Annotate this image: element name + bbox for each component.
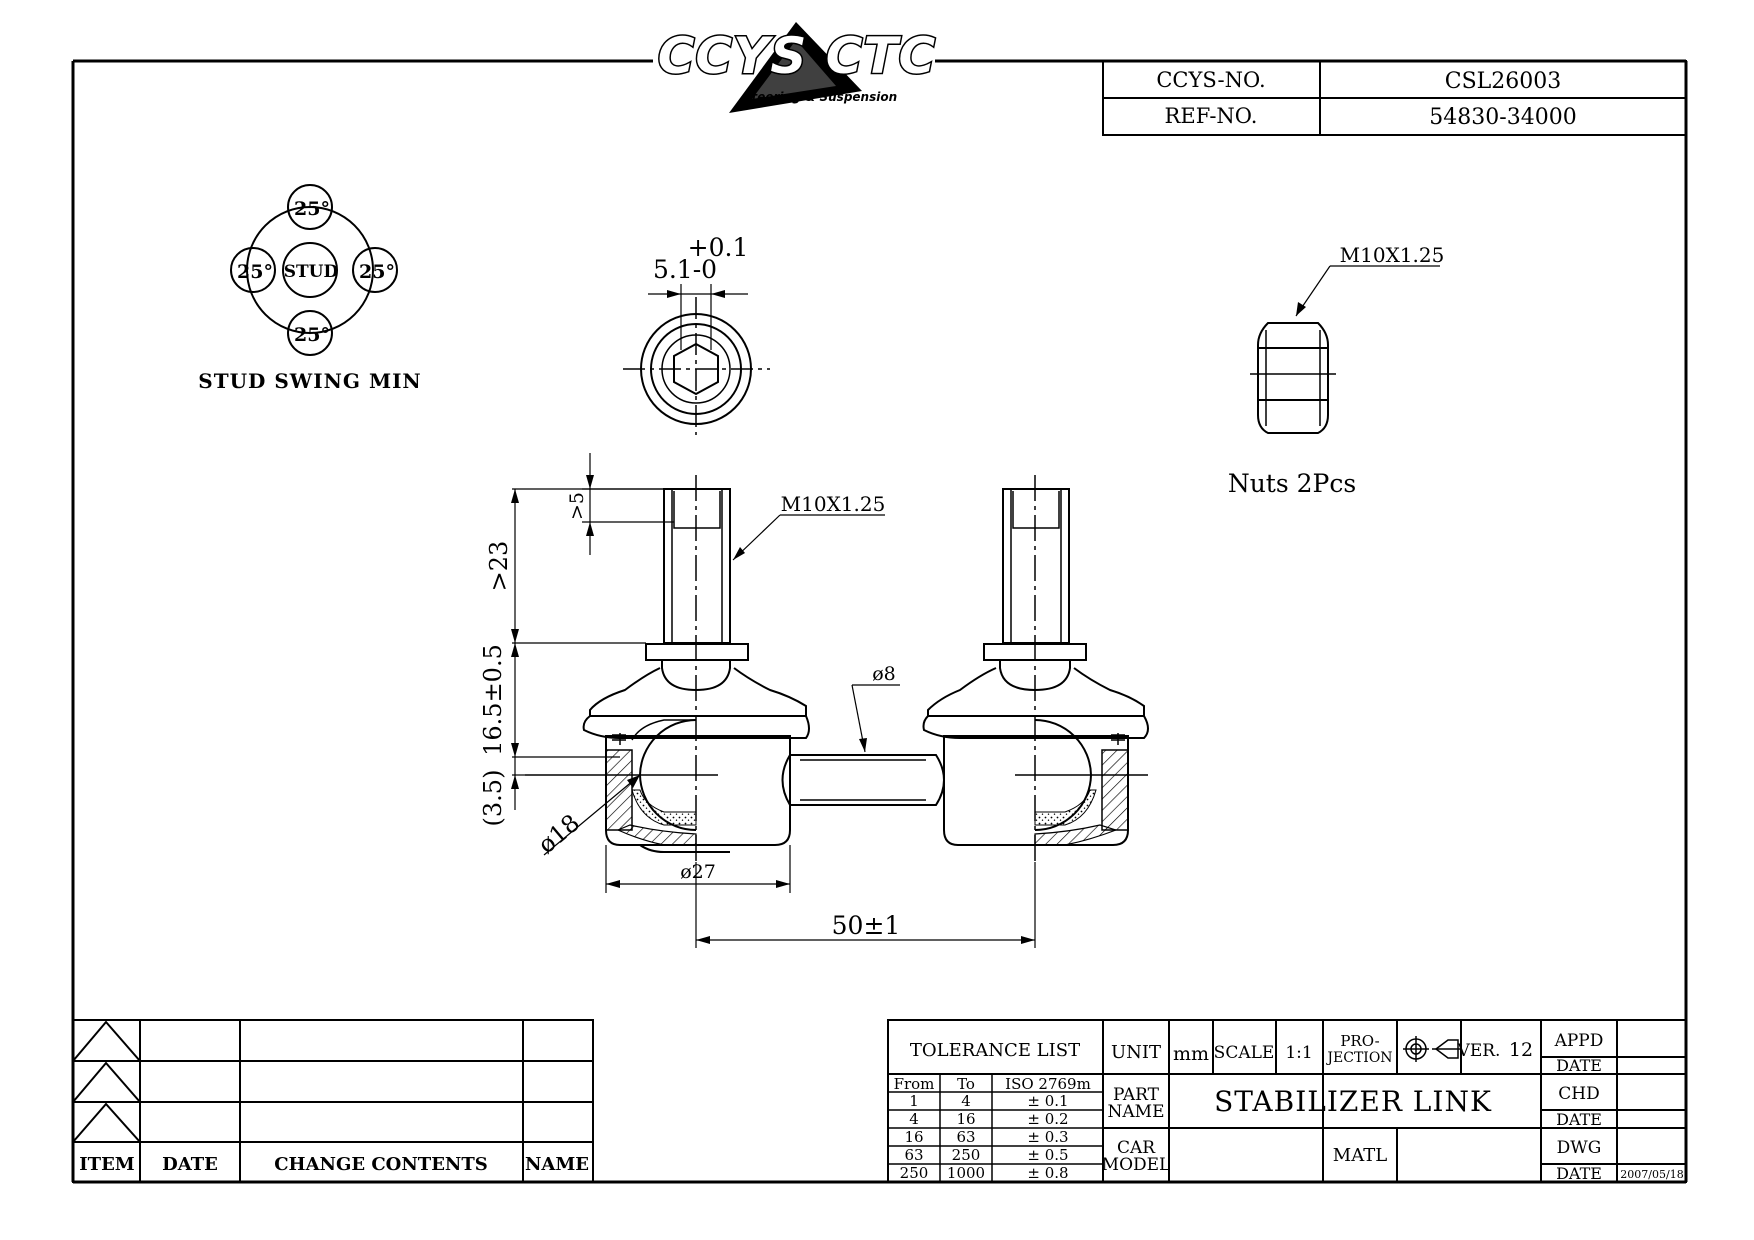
tol-row-to: 250 <box>952 1146 981 1164</box>
projection-label-1: PRO- <box>1340 1032 1379 1050</box>
dim-thread-m10: M10X1.25 <box>781 492 886 516</box>
tolerance-list-title: TOLERANCE LIST <box>910 1040 1080 1061</box>
tol-row-value: ± 0.5 <box>1027 1146 1068 1164</box>
tol-row-value: ± 0.2 <box>1027 1110 1068 1128</box>
tol-row-from: 63 <box>904 1146 923 1164</box>
tol-row-from: 4 <box>909 1110 919 1128</box>
part-name-label-1: PART <box>1113 1085 1160 1105</box>
projection-symbol-icon <box>1403 1036 1460 1062</box>
rev-header-date: DATE <box>162 1154 218 1175</box>
header-table: CCYS-NO. CSL26003 REF-NO. 54830-34000 <box>1102 60 1687 136</box>
material-label: MATL <box>1333 1145 1387 1166</box>
dim-center-distance: 50±1 <box>832 911 901 940</box>
swing-angle-top: 25° <box>294 198 330 220</box>
swing-angle-left: 25° <box>237 261 273 283</box>
swing-angle-right: 25° <box>359 261 395 283</box>
swing-center-label: STUD <box>284 262 339 282</box>
scale-value: 1:1 <box>1285 1043 1312 1063</box>
hex-dimension: 5.1-0 <box>653 255 717 284</box>
swing-caption: STUD SWING MIN <box>198 369 421 393</box>
dim-rod-diameter: ø8 <box>872 663 896 685</box>
dim-thread-depth: >5 <box>566 492 588 520</box>
dim-housing-diameter: ø27 <box>680 861 716 883</box>
tol-row-to: 4 <box>961 1092 971 1110</box>
tol-row-to: 16 <box>956 1110 975 1128</box>
tol-header-to: To <box>957 1075 975 1093</box>
scale-label: SCALE <box>1214 1043 1275 1063</box>
ref-no-value: 54830-34000 <box>1429 105 1576 130</box>
version-value: 12 <box>1509 1039 1533 1061</box>
car-model-label-2: MODEL <box>1102 1155 1171 1175</box>
tol-row-value: ± 0.3 <box>1027 1128 1068 1146</box>
dwg-date-label: DATE <box>1556 1164 1602 1183</box>
nut-thread-label: M10X1.25 <box>1340 243 1445 267</box>
tol-row-to: 1000 <box>947 1164 985 1182</box>
revision-table: ITEM DATE CHANGE CONTENTS NAME <box>72 1019 594 1183</box>
stabilizer-link-assembly: M10X1.25 >5 >23 16.5±0.5 (3.5) ø18 ø27 ø… <box>479 453 1149 948</box>
car-model-label-1: CAR <box>1117 1138 1156 1158</box>
tol-row-from: 1 <box>909 1092 919 1110</box>
dim-offset: (3.5) <box>479 770 507 827</box>
rev-header-change: CHANGE CONTENTS <box>274 1154 488 1175</box>
swing-angle-bottom: 25° <box>294 324 330 346</box>
unit-value: mm <box>1173 1043 1209 1065</box>
nut-caption: Nuts 2Pcs <box>1228 469 1356 498</box>
dwg-date-value: 2007/05/18 <box>1620 1168 1683 1181</box>
tol-row-from: 16 <box>904 1128 923 1146</box>
unit-label: UNIT <box>1111 1042 1161 1063</box>
title-block: TOLERANCE LIST From To ISO 2769m 1 4 ± 0… <box>887 1019 1687 1183</box>
part-name: STABILIZER LINK <box>1214 1085 1492 1118</box>
tol-row-from: 250 <box>900 1164 929 1182</box>
appd-date-label: DATE <box>1556 1056 1602 1075</box>
stud-end-view: +0.1 5.1-0 <box>623 233 770 435</box>
dim-ball-height: 16.5±0.5 <box>479 644 507 756</box>
rev-header-name: NAME <box>525 1154 589 1175</box>
tol-row-value: ± 0.8 <box>1027 1164 1068 1182</box>
tol-header-from: From <box>894 1075 935 1093</box>
chd-label: CHD <box>1558 1084 1599 1104</box>
tol-row-to: 63 <box>956 1128 975 1146</box>
rev-header-item: ITEM <box>79 1154 135 1175</box>
hex-tolerance-upper: +0.1 <box>688 233 749 262</box>
tol-row-value: ± 0.1 <box>1027 1092 1068 1110</box>
company-logo: CCYS CTC Steering & Suspension <box>656 22 937 113</box>
part-name-label-2: NAME <box>1108 1102 1165 1122</box>
dwg-label: DWG <box>1557 1138 1602 1158</box>
version-label: VER. <box>1457 1041 1501 1061</box>
projection-label-2: JECTION <box>1325 1050 1392 1066</box>
nut-view: M10X1.25 Nuts 2Pcs <box>1228 243 1445 498</box>
chd-date-label: DATE <box>1556 1110 1602 1129</box>
logo-brand: CCYS CTC <box>658 27 937 85</box>
stud-swing-diagram: 25° 25° 25° 25° STUD STUD SWING MIN <box>198 184 421 393</box>
dim-ball-diameter: ø18 <box>533 809 585 859</box>
ref-no-label: REF-NO. <box>1165 104 1258 128</box>
dim-stud-length: >23 <box>485 541 513 592</box>
appd-label: APPD <box>1554 1031 1604 1051</box>
ccys-no-label: CCYS-NO. <box>1156 68 1265 92</box>
logo-tagline: Steering & Suspension <box>743 90 897 104</box>
tol-header-iso: ISO 2769m <box>1005 1075 1091 1093</box>
ccys-no-value: CSL26003 <box>1445 69 1562 94</box>
